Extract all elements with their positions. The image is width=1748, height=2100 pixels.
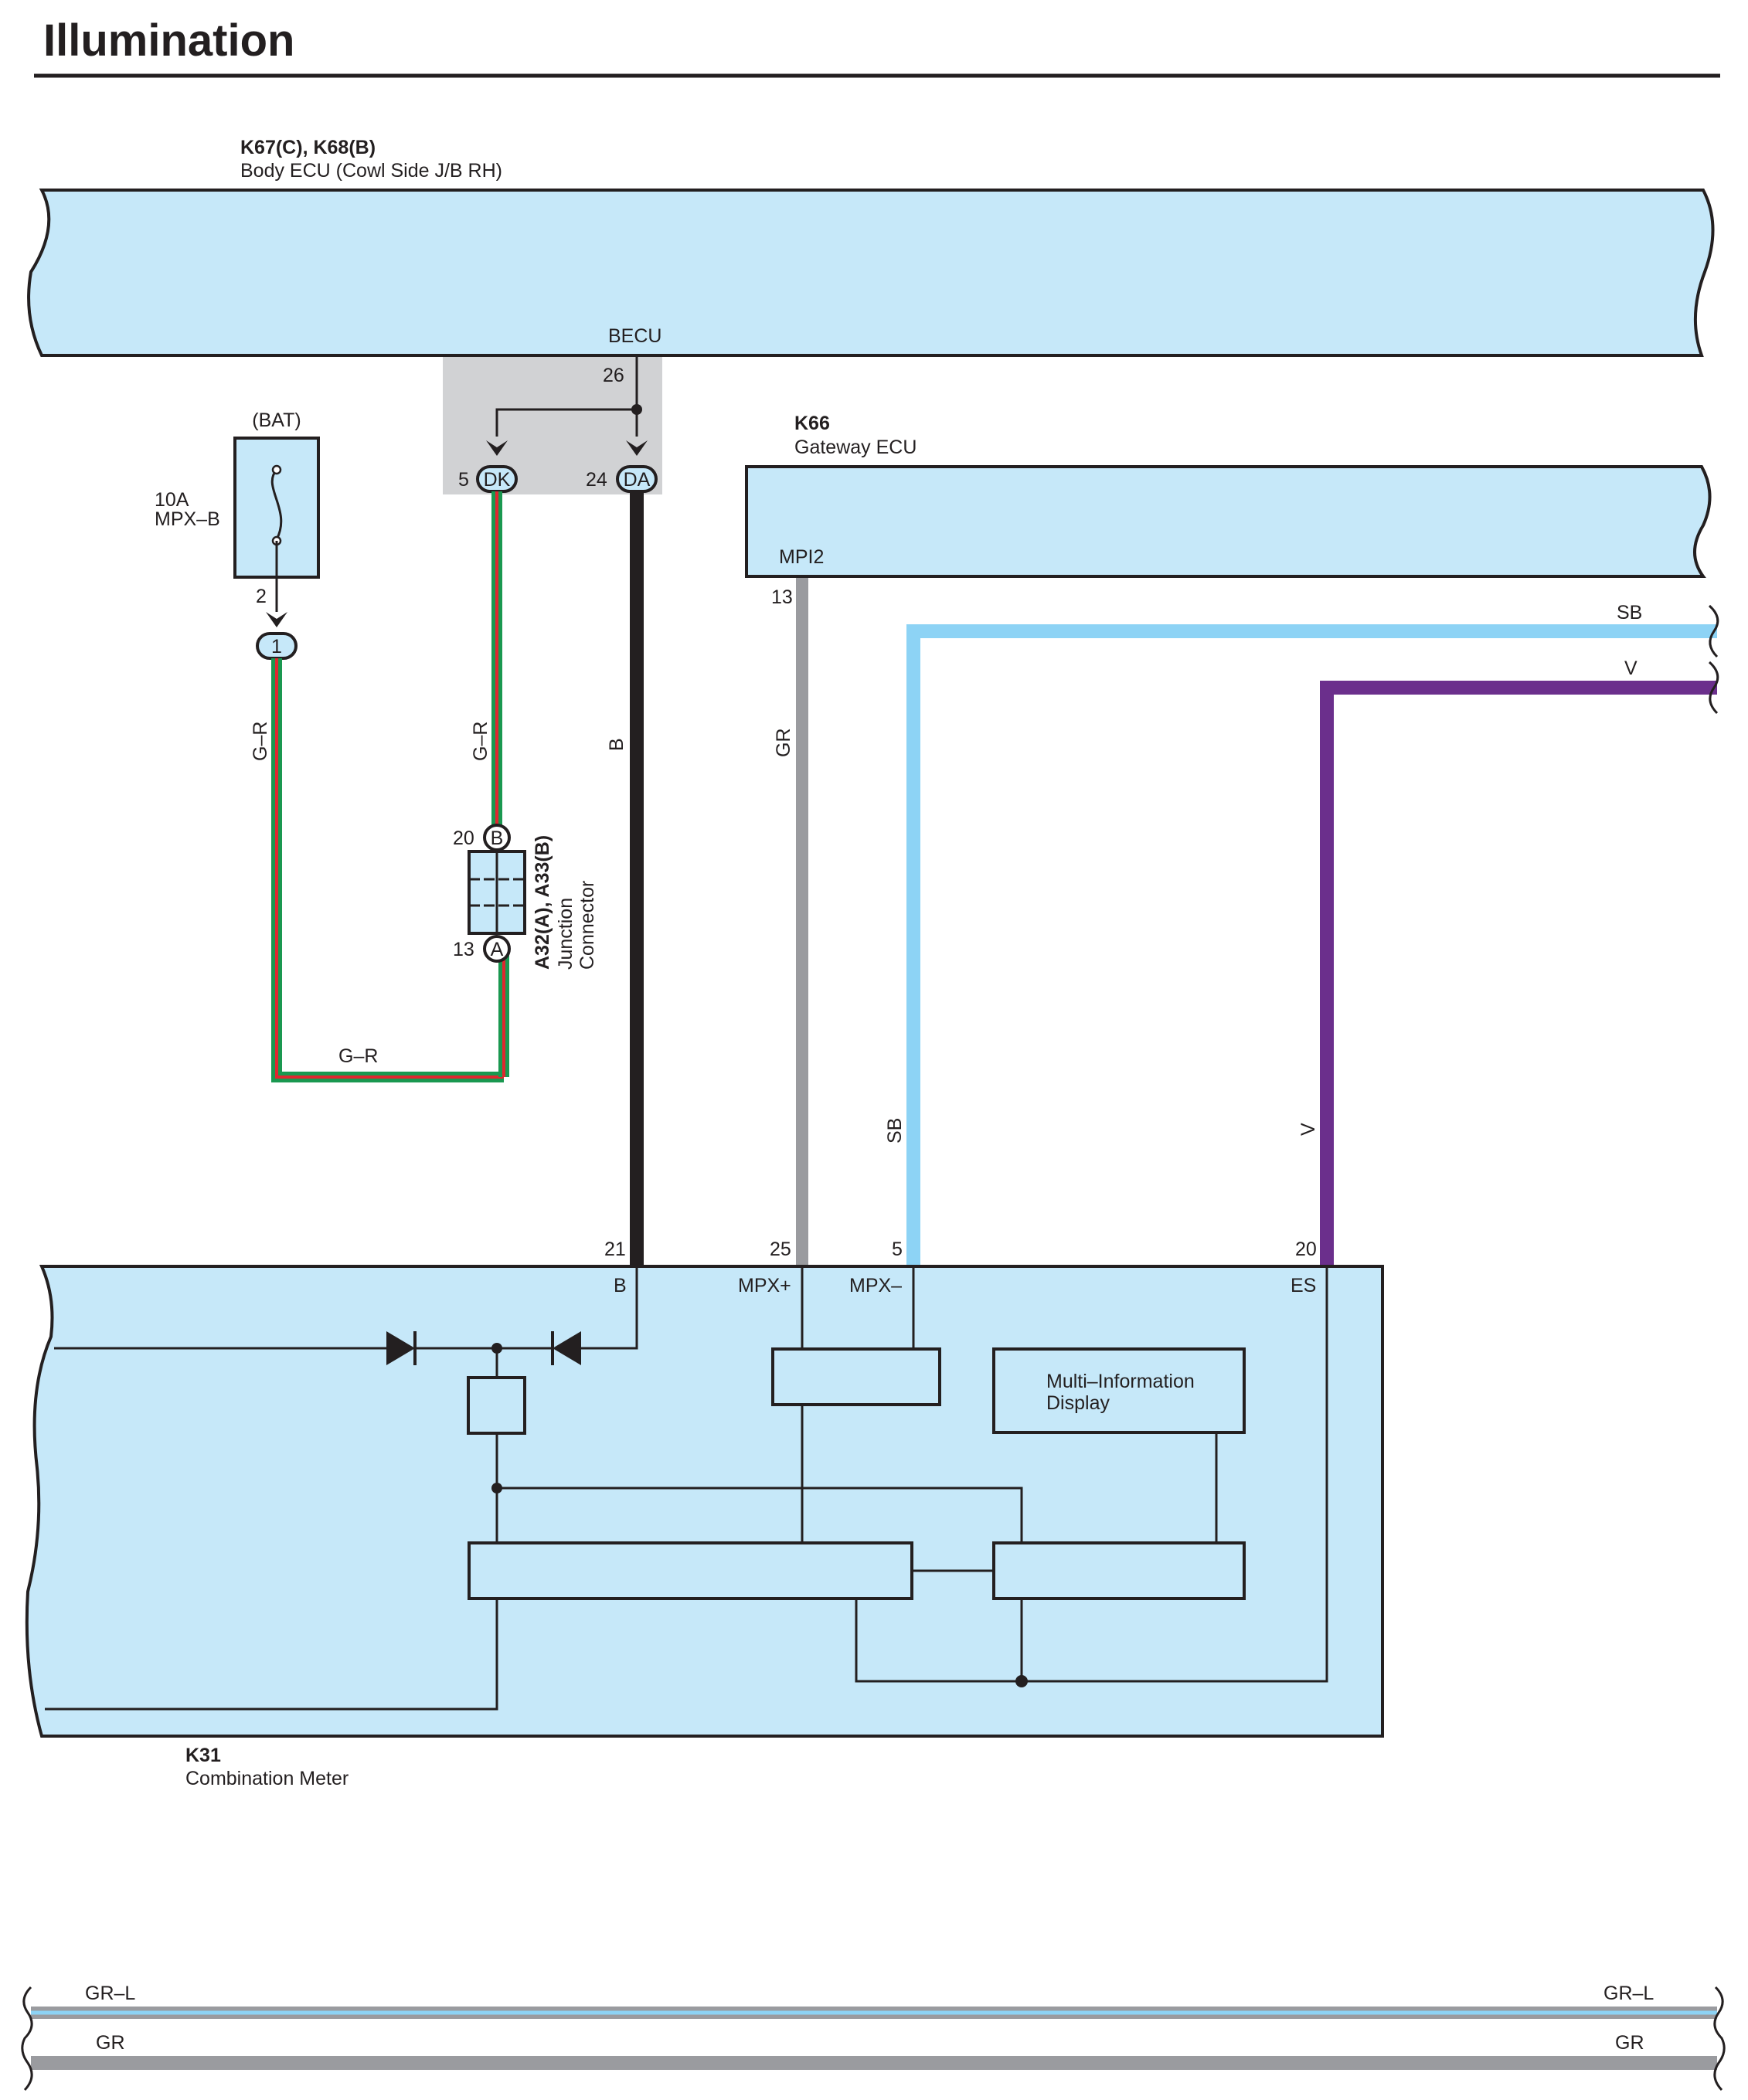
meter-internal-block-right [992, 1541, 1246, 1600]
jc-pin-b-number: 20 [453, 827, 474, 849]
gateway-ecu-box [745, 465, 1712, 578]
fuse-arrow-icon [266, 612, 287, 627]
wire-sb [906, 624, 1717, 1265]
bottom-wires: GR–L GR–L GR GR [21, 1983, 1726, 2092]
fuse-connector-pin: 1 [271, 636, 282, 658]
fuse-mpx-b: (BAT) 10A MPX–B 2 1 [155, 409, 320, 660]
page-title: Illumination [43, 15, 294, 66]
jc-pin-a-label: A [491, 939, 504, 960]
meter-pin-21: 21 [604, 1239, 626, 1260]
combination-meter-name: Combination Meter [185, 1768, 349, 1789]
wire-label-b: B [606, 738, 627, 751]
fuse-pin-2: 2 [256, 586, 267, 607]
combination-meter-box [25, 1265, 1384, 1738]
becu-splice-dot [631, 404, 642, 415]
becu-label: BECU [608, 325, 661, 347]
jc-pin-b-label: B [491, 827, 504, 849]
gateway-ecu: K66 Gateway ECU MPI2 [745, 413, 1712, 578]
wire-label-gr-l-right: GR–L [1603, 1983, 1654, 2004]
dk-arrow-icon [486, 440, 508, 456]
wire-label-v-vertical: V [1297, 1123, 1319, 1136]
break-mark-bottom-right [1713, 1986, 1726, 2092]
wire-v [1320, 681, 1717, 1265]
body-ecu-code: K67(C), K68(B) [240, 137, 376, 158]
combination-meter: 21 25 5 20 B MPX+ MPX– ES Multi–Informat… [25, 1239, 1384, 1789]
break-mark-sb [1708, 604, 1719, 658]
meter-internal-block-wide [468, 1541, 913, 1600]
wire-label-gr-right: GR [1615, 2032, 1644, 2054]
jc-pin-a [483, 935, 511, 963]
fuse-name: MPX–B [155, 508, 220, 530]
mpi2-pin-13: 13 [771, 586, 793, 608]
diode-left-icon [386, 1331, 415, 1365]
diode-right-icon [553, 1331, 581, 1365]
combination-meter-code: K31 [185, 1745, 221, 1766]
becu-pin-26: 26 [603, 365, 624, 386]
da-arrow-icon [626, 440, 648, 456]
meter-terminal-mpx-plus: MPX+ [738, 1275, 791, 1296]
meter-pin-5: 5 [892, 1239, 903, 1260]
wire-label-v-top: V [1624, 658, 1637, 679]
fuse-rating: 10A [155, 489, 189, 511]
wire-label-gr-left: GR [96, 2032, 125, 2054]
meter-internal-block-small [467, 1376, 526, 1435]
mid-label-line1: Multi–Information [1046, 1371, 1195, 1392]
meter-pin-25: 25 [770, 1239, 791, 1260]
meter-terminal-mpx-minus: MPX– [849, 1275, 902, 1296]
fuse-source: (BAT) [252, 409, 301, 431]
mpi2-label: MPI2 [779, 546, 824, 568]
gateway-ecu-name: Gateway ECU [794, 437, 917, 458]
meter-pin-20: 20 [1295, 1239, 1317, 1260]
jc-name-line2: Connector [576, 881, 598, 970]
wire-label-g-r-bottom: G–R [338, 1045, 378, 1067]
break-mark-bottom-left [21, 1986, 33, 2092]
dk-label: DK [484, 469, 511, 491]
body-ecu: K67(C), K68(B) Body ECU (Cowl Side J/B R… [27, 137, 1715, 357]
wire-label-gr: GR [773, 729, 794, 758]
jc-name-line1: Junction [555, 898, 576, 970]
wire-label-gr-l-left: GR–L [85, 1983, 135, 2004]
break-mark-v [1708, 661, 1719, 715]
meter-terminal-b: B [614, 1275, 627, 1296]
mid-label-line2: Display [1046, 1392, 1110, 1414]
wire-label-sb-top: SB [1617, 602, 1642, 624]
da-label: DA [624, 469, 651, 491]
becu-branch [495, 408, 638, 437]
body-ecu-box [27, 189, 1715, 357]
multi-information-display [992, 1347, 1246, 1434]
fuse-terminal-top [271, 464, 282, 475]
da-pin-number: 24 [586, 469, 607, 491]
fuse-icon [270, 468, 283, 540]
jc-pin-a-number: 13 [453, 939, 474, 960]
gateway-ecu-code: K66 [794, 413, 830, 434]
wire-label-g-r-left: G–R [250, 722, 271, 761]
meter-mpx-block [771, 1347, 941, 1406]
wire-label-sb-vertical: SB [884, 1118, 906, 1143]
body-ecu-name: Body ECU (Cowl Side J/B RH) [240, 160, 502, 182]
jc-code: A32(A), A33(B) [532, 835, 553, 970]
wire-g-r [271, 491, 509, 1082]
dk-pin-number: 5 [458, 469, 469, 491]
meter-terminal-es: ES [1291, 1275, 1316, 1296]
wire-label-g-r-mid: G–R [470, 722, 491, 761]
junction-connector: B 20 A 13 A32(A), A33(B) Junction Connec… [453, 824, 598, 970]
